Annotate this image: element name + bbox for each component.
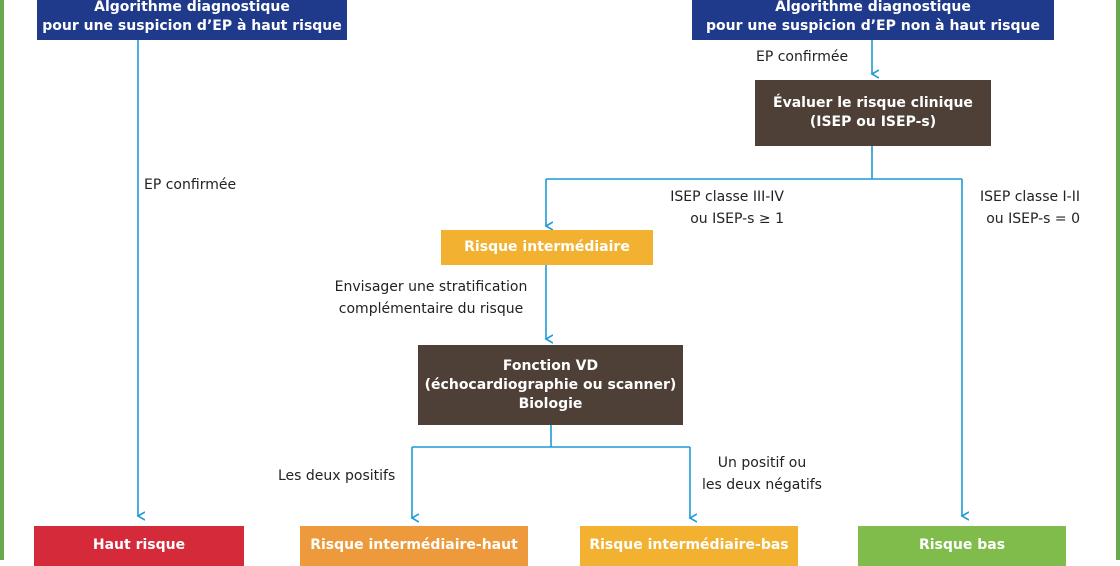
one-positive-label: Un positif ou les deux négatifs [692, 452, 832, 496]
vd-line-1: Fonction VD [502, 357, 599, 374]
frame-border-right [1116, 0, 1120, 560]
high-risk-algorithm-box: Algorithme diagnostique pour une suspici… [37, 0, 347, 40]
low-risk-text: Risque bas [918, 537, 1006, 553]
isep-12-line-1: ISEP classe I-II [979, 189, 1080, 205]
one-positive-line-1: Un positif ou [717, 455, 807, 471]
stratification-line-1: Envisager une stratification [334, 279, 528, 295]
inter-low-text: Risque intermédiaire-bas [589, 537, 789, 553]
non-high-risk-algorithm-box: Algorithme diagnostique pour une suspici… [692, 0, 1054, 40]
vd-line-2: (échocardiographie ou scanner) [424, 376, 677, 393]
high-algo-line-1: Algorithme diagnostique [94, 0, 290, 15]
high-algo-line-2: pour une suspicion d’EP à haut risque [42, 18, 342, 34]
vd-line-3: Biologie [518, 395, 583, 412]
ep-confirmed-left-label: EP confirmée [144, 177, 237, 193]
intermediate-low-risk-result-box: Risque intermédiaire-bas [580, 526, 798, 566]
high-risk-text: Haut risque [92, 537, 186, 553]
nonhigh-algo-line-2: pour une suspicion d’EP non à haut risqu… [706, 18, 1040, 34]
isep-34-line-2: ou ISEP-s ≥ 1 [690, 211, 784, 227]
rv-function-biology-box: Fonction VD (échocardiographie ou scanne… [418, 345, 683, 425]
low-risk-result-box: Risque bas [858, 526, 1066, 566]
isep-34-line-1: ISEP classe III-IV [670, 189, 784, 205]
ep-confirmed-right-label: EP confirmée [756, 49, 849, 65]
evaluate-clinical-risk-box: Évaluer le risque clinique (ISEP ou ISEP… [755, 80, 991, 146]
intermediate-high-risk-result-box: Risque intermédiaire-haut [300, 526, 528, 566]
nonhigh-algo-line-1: Algorithme diagnostique [775, 0, 971, 15]
intermediate-risk-box: Risque intermédiaire [441, 230, 653, 265]
isep-class-3-4-label: ISEP classe III-IV ou ISEP-s ≥ 1 [670, 186, 784, 230]
both-positive-label: Les deux positifs [278, 468, 396, 484]
stratification-label: Envisager une stratification complémenta… [318, 276, 544, 320]
one-positive-line-2: les deux négatifs [702, 477, 822, 493]
eval-line-1: Évaluer le risque clinique [773, 95, 973, 111]
stratification-line-2: complémentaire du risque [338, 301, 524, 317]
eval-line-2: (ISEP ou ISEP-s) [809, 114, 937, 130]
isep-class-1-2-label: ISEP classe I-II ou ISEP-s = 0 [980, 186, 1080, 230]
inter-high-text: Risque intermédiaire-haut [310, 537, 518, 553]
intermediate-risk-text: Risque intermédiaire [464, 239, 630, 255]
isep-12-line-2: ou ISEP-s = 0 [986, 211, 1080, 227]
frame-border-left [0, 0, 4, 560]
high-risk-result-box: Haut risque [34, 526, 244, 566]
